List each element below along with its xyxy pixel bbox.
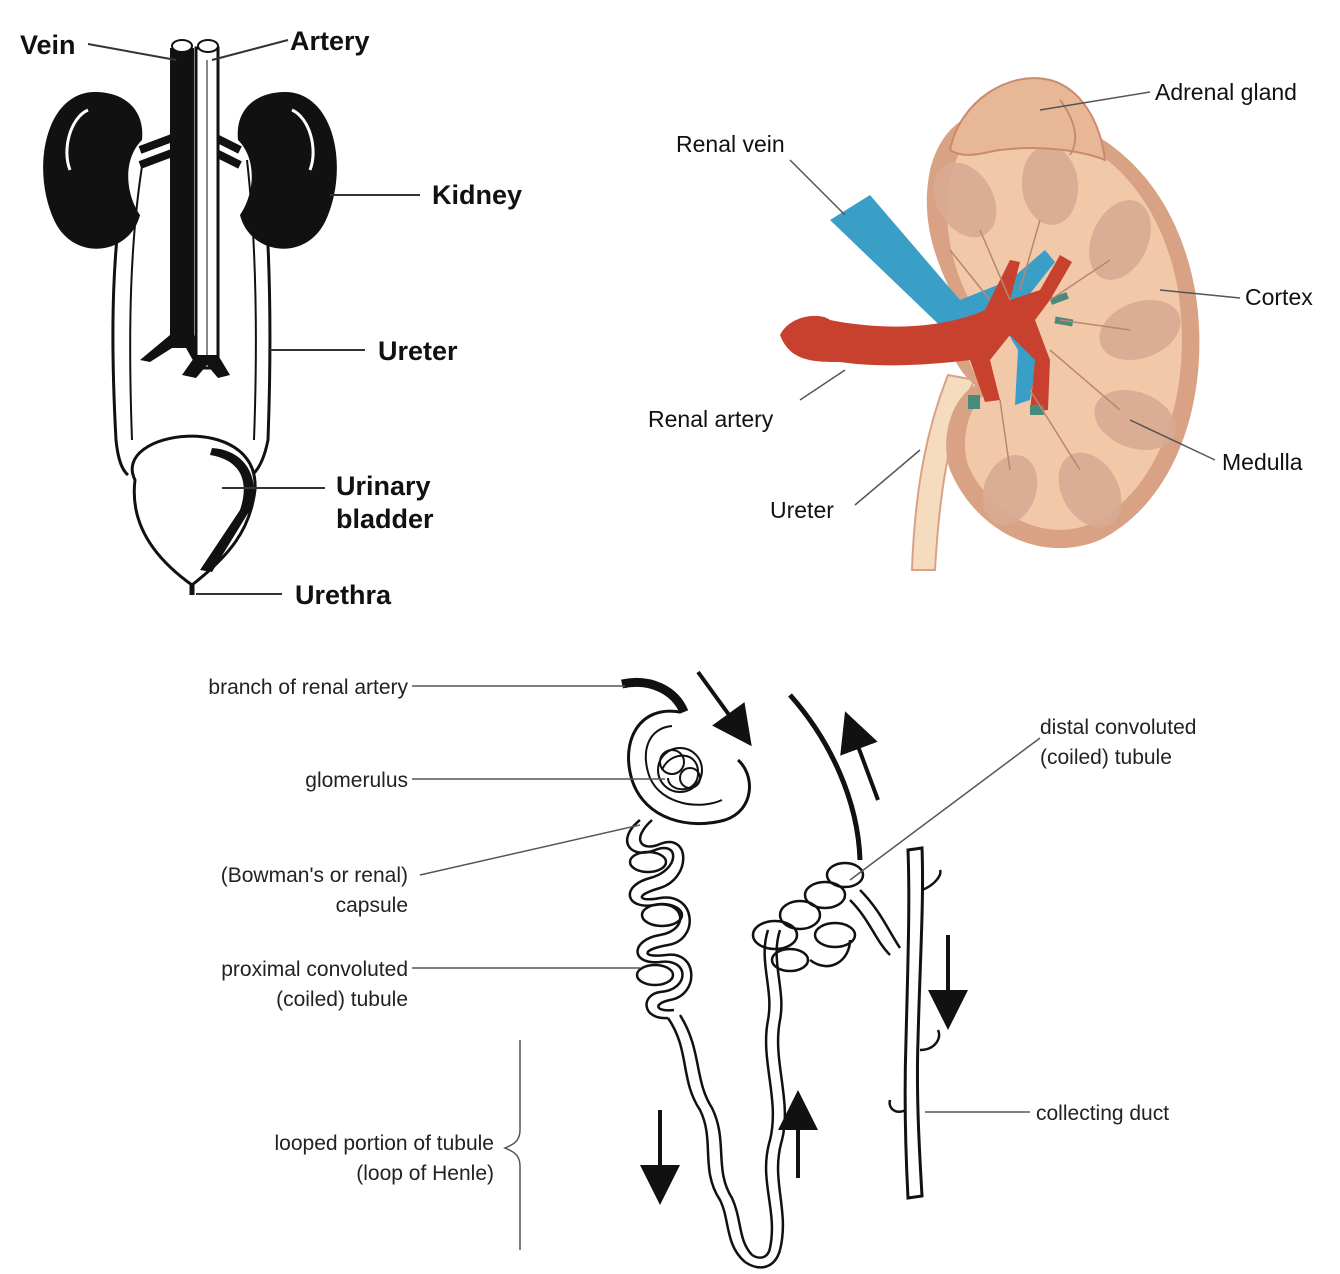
left-kidney (43, 92, 142, 249)
dct-label-line2: (coiled) tubule (1040, 746, 1172, 769)
loop-label-line1: looped portion of tubule (274, 1132, 494, 1155)
capsule-label-line2: capsule (336, 894, 408, 917)
renal-vein-label: Renal vein (676, 131, 785, 157)
vena-cava (170, 48, 194, 348)
dct-label-line1: distal convoluted (1040, 716, 1196, 739)
renal-vein-leader (790, 160, 845, 215)
urinary-system-panel: Vein Artery Kidney Ureter Urinary bladde… (20, 26, 522, 610)
bladder-label-line2: bladder (336, 504, 434, 534)
pct-label-line1: proximal convoluted (221, 958, 408, 981)
renal-artery-label: Renal artery (648, 406, 774, 432)
afferent-arteriole (622, 682, 684, 712)
loop-ascending-limb (777, 930, 785, 1250)
medulla-label: Medulla (1222, 449, 1303, 475)
proximal-convoluted-tubule (627, 820, 691, 1018)
renal-artery-leader (800, 370, 845, 400)
bladder-label-line1: Urinary (336, 471, 431, 501)
capsule-label-line1: (Bowman's or renal) (221, 864, 408, 887)
vein-leader (88, 44, 176, 60)
adrenal-gland-label: Adrenal gland (1155, 79, 1297, 105)
cortex-label: Cortex (1245, 284, 1313, 310)
flow-arrow-out (852, 730, 878, 800)
glomerulus (658, 748, 702, 792)
kidney-label: Kidney (432, 180, 522, 210)
kidney-ureter-label: Ureter (770, 497, 834, 523)
branch-artery-label: branch of renal artery (208, 676, 408, 699)
urethra-label: Urethra (295, 580, 392, 610)
capsule-leader (420, 825, 640, 875)
vein-label: Vein (20, 30, 76, 60)
loop-of-henle-bend (745, 1248, 780, 1267)
artery-label: Artery (290, 26, 370, 56)
collecting-duct (905, 848, 922, 1198)
renal-vein-branch (790, 695, 860, 860)
distal-convoluted-tubule (753, 863, 900, 971)
glomerulus-label: glomerulus (305, 769, 408, 792)
pct-label-line2: (coiled) tubule (276, 988, 408, 1011)
nephron-panel: branch of renal artery glomerulus (Bowma… (208, 672, 1196, 1267)
ureter-label: Ureter (378, 336, 458, 366)
collecting-duct-label: collecting duct (1036, 1102, 1169, 1125)
kidney-section-panel: Adrenal gland Renal vein Cortex Renal ar… (648, 78, 1313, 570)
kidney-ureter-leader (855, 450, 920, 505)
artery-leader (212, 40, 288, 60)
right-kidney (238, 92, 337, 249)
adrenal-gland (950, 78, 1105, 160)
loop-label-line2: (loop of Henle) (356, 1162, 494, 1185)
loop-brace (505, 1040, 520, 1250)
dct-leader (850, 738, 1040, 880)
flow-arrow-in (698, 672, 740, 730)
loop-descending-limb (668, 1018, 745, 1262)
